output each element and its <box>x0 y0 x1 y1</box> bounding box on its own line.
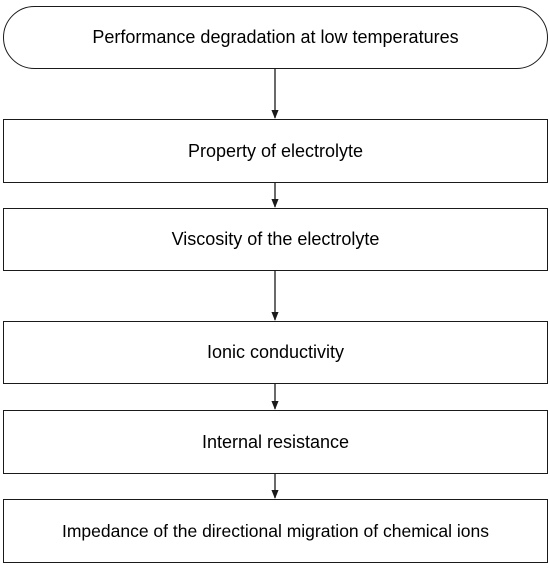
step-label: Property of electrolyte <box>187 140 364 161</box>
step-impedance: Impedance of the directional migration o… <box>3 499 548 563</box>
step-viscosity: Viscosity of the electrolyte <box>3 208 548 271</box>
step-internal-resistance: Internal resistance <box>3 410 548 474</box>
step-ionic-conductivity: Ionic conductivity <box>3 321 548 384</box>
step-label: Internal resistance <box>201 431 350 452</box>
start-label: Performance degradation at low temperatu… <box>92 27 459 47</box>
step-label: Viscosity of the electrolyte <box>171 229 380 249</box>
step-label: Ionic conductivity <box>206 342 345 362</box>
step-property-of-electrolyte: Property of electrolyte <box>3 119 548 183</box>
start-terminal: Performance degradation at low temperatu… <box>3 6 548 69</box>
step-label: Impedance of the directional migration o… <box>61 520 490 541</box>
